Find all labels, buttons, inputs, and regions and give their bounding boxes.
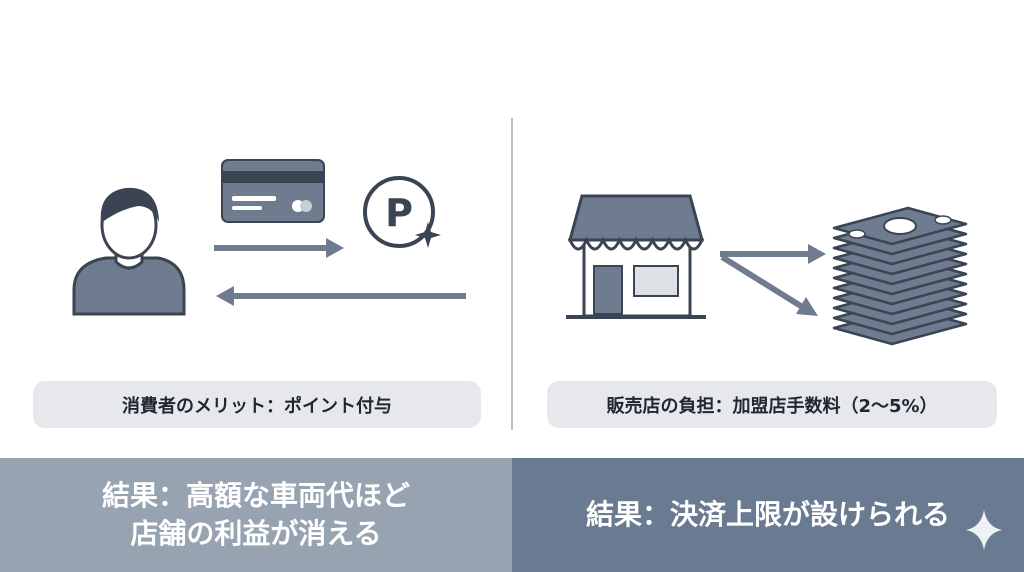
sparkle-icon <box>966 510 1002 550</box>
merchant-burden-text: 販売店の負担：加盟店手数料（2〜5%） <box>606 395 938 417</box>
credit-card-icon <box>221 159 325 223</box>
split-arrow-icon <box>720 244 826 316</box>
consumer-benefit-caption: 消費者のメリット：ポイント付与 <box>33 381 481 428</box>
storefront-icon <box>566 194 706 319</box>
point-coin-icon: P <box>363 176 441 248</box>
arrow-right-icon <box>214 238 344 258</box>
point-letter: P <box>385 191 413 235</box>
money-stack-icon <box>832 206 968 346</box>
left-result-band: 結果：高額な車両代ほど 店舗の利益が消える <box>0 458 512 572</box>
left-result-line-2: 店舗の利益が消える <box>130 517 382 550</box>
diagram-illustration: P <box>72 159 968 346</box>
panel-divider <box>511 118 513 430</box>
right-result-line-1: 結果：決済上限が設けられる <box>585 498 950 531</box>
right-result-band: 結果：決済上限が設けられる <box>512 458 1024 572</box>
person-icon <box>72 187 186 316</box>
consumer-benefit-text: 消費者のメリット：ポイント付与 <box>122 395 392 417</box>
merchant-burden-caption: 販売店の負担：加盟店手数料（2〜5%） <box>547 381 997 428</box>
arrow-left-icon <box>216 286 466 306</box>
left-result-line-1: 結果：高額な車両代ほど <box>101 479 410 512</box>
